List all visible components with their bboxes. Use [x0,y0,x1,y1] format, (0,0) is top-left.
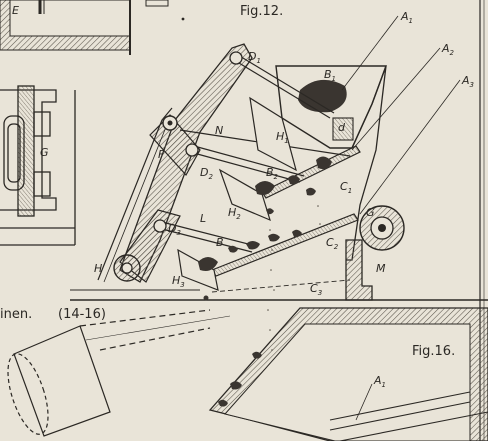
label-H3: H3 [172,274,185,289]
label-D1: D1 [248,50,261,65]
label-M: M [376,262,386,275]
label-G-left: G [40,146,49,159]
label-B2: B2 [266,166,279,181]
label-C1: C1 [340,180,352,195]
top-left-fragment: E [0,0,169,55]
label-N: N [215,124,223,137]
label-L: L [200,212,206,225]
label-d: d [338,121,346,134]
label-B1: B1 [324,68,336,83]
label-G: G [366,206,375,219]
crusher-diagram: A1 A2 A3 B1 D1 N F H1 d B2 D2 C1 H2 G L … [70,10,488,371]
fig16-caption: Fig.16. [412,344,455,359]
label-A3: A3 [461,74,474,89]
label-B: B [216,236,224,249]
label-A1-fig16: A1 [373,374,386,389]
label-H2: H2 [228,206,241,221]
cylinder-drawing [7,309,231,437]
label-A1: A1 [400,10,413,25]
label-C3: C3 [310,282,322,297]
label-H: H [94,262,102,275]
fig12-caption: Fig.12. [240,4,283,19]
fig16-diagram: A1 Fig.16. [208,307,488,441]
label-H1: H1 [276,130,289,145]
label-E: E [12,4,19,17]
section-heading-ref: (14-16) [58,307,106,322]
label-C2: C2 [326,236,339,251]
section-heading: inen. [0,307,32,322]
label-D2: D2 [200,166,213,181]
label-F: F [158,148,165,161]
label-A2: A2 [441,42,455,57]
label-D3: D3 [168,222,181,237]
left-side-view: G [0,85,76,246]
